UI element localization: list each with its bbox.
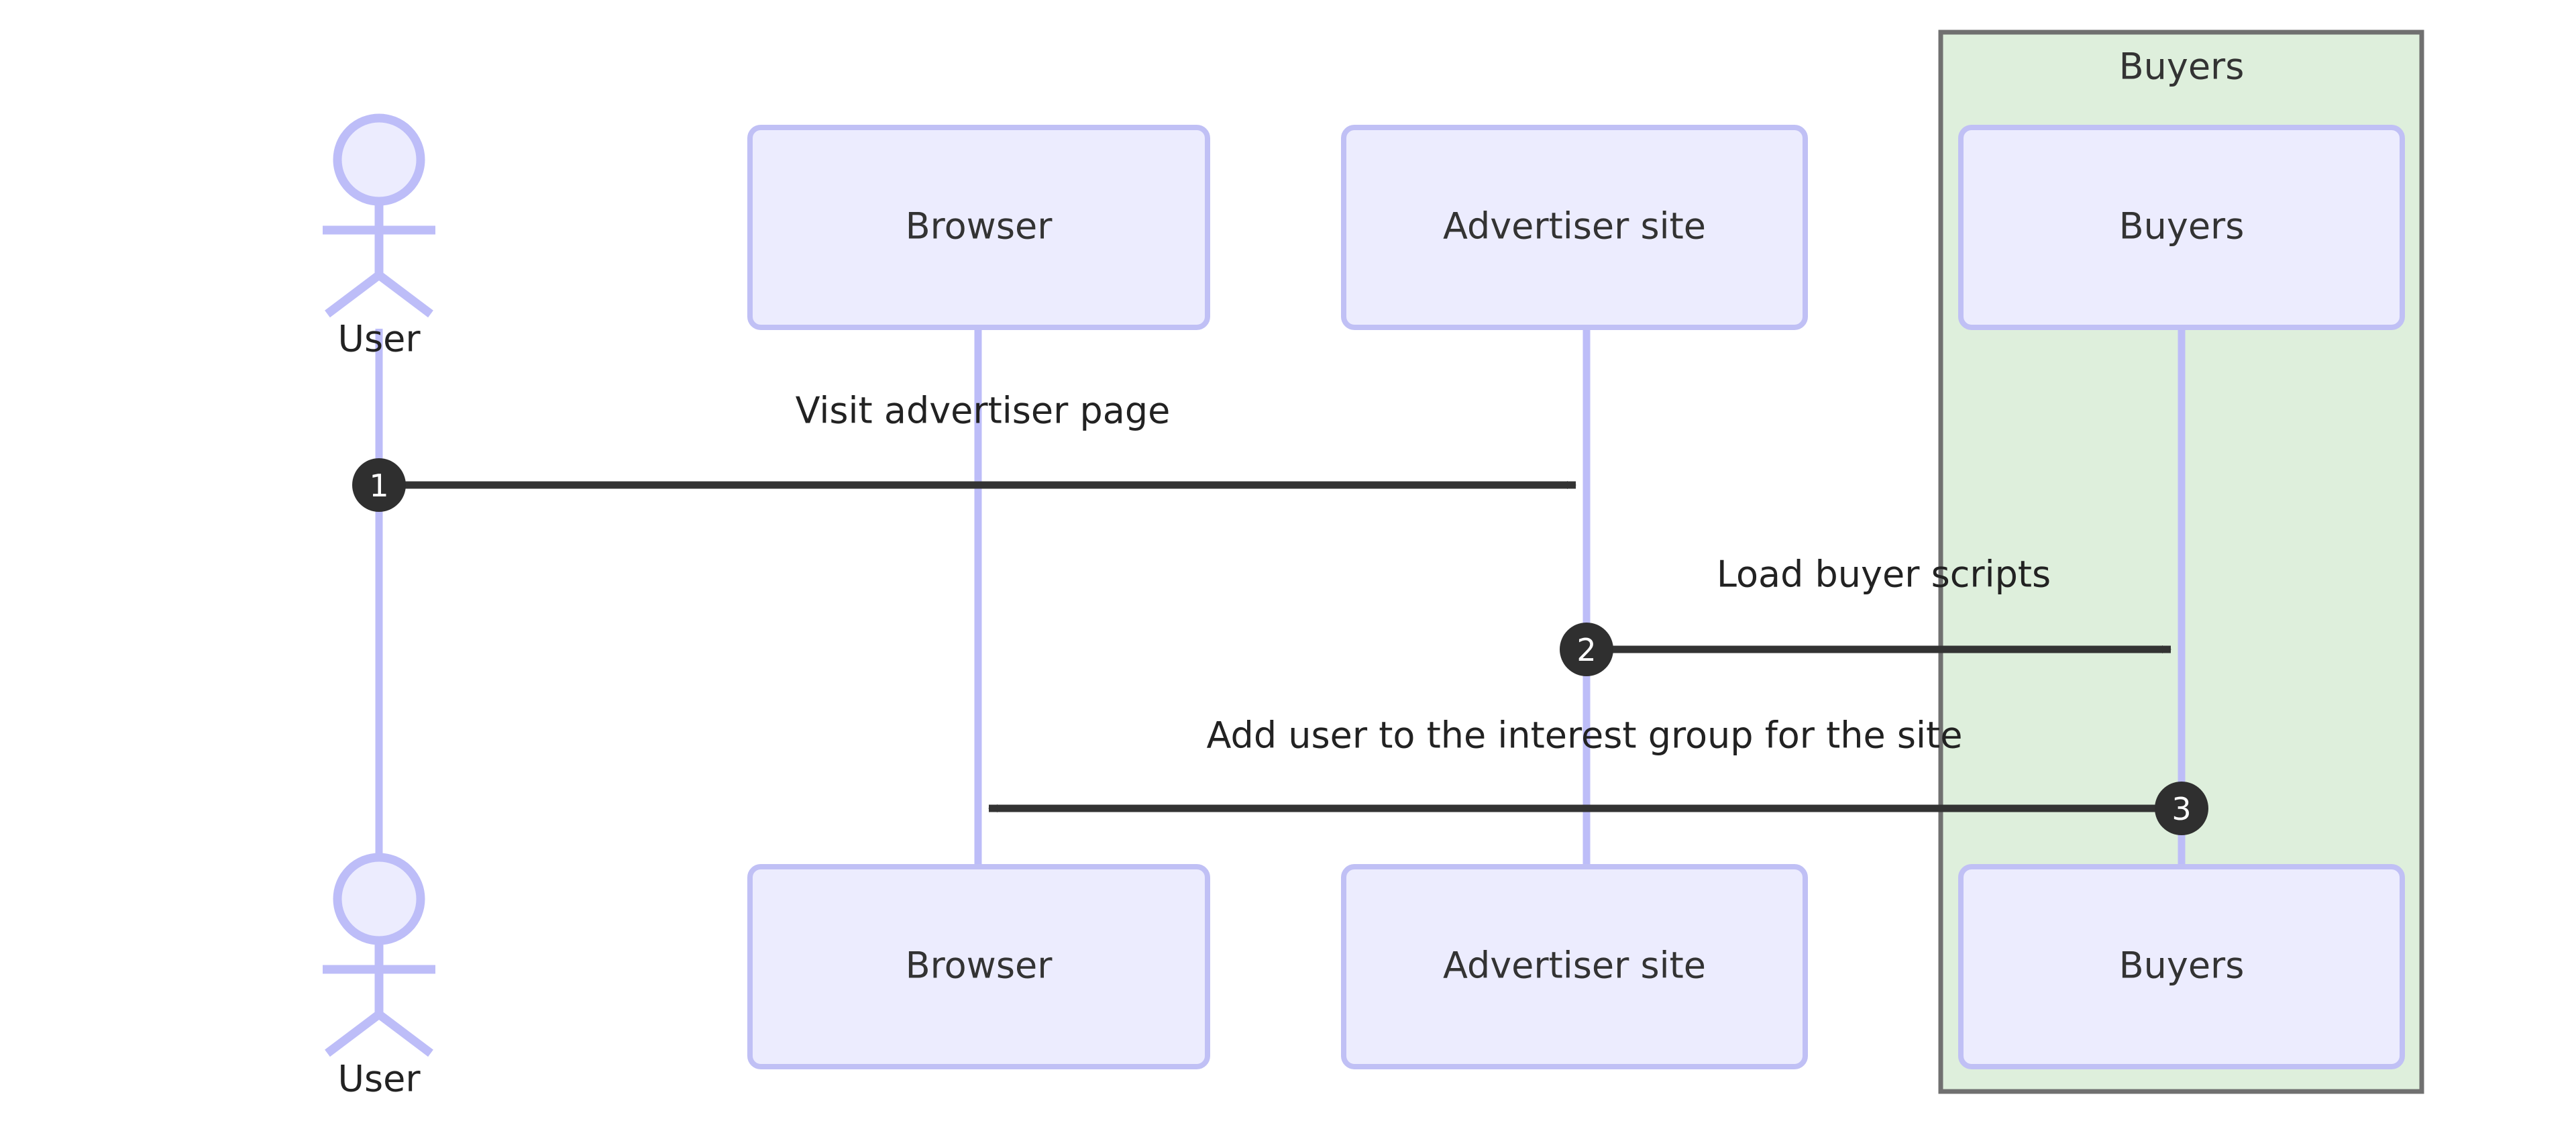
actor-head-icon xyxy=(333,853,425,945)
message-badge-number-3: 3 xyxy=(2171,791,2191,827)
participant-box-browser-bottom[interactable]: Browser xyxy=(747,864,1210,1069)
actor-user-top[interactable]: User xyxy=(323,113,435,360)
participant-box-buyers-top[interactable]: Buyers xyxy=(1958,125,2405,330)
participant-rect[interactable] xyxy=(1341,125,1808,330)
participant-rect[interactable] xyxy=(1958,864,2405,1069)
participant-box-browser-top[interactable]: Browser xyxy=(747,125,1210,330)
participant-label-buyers-top: Buyers xyxy=(2119,205,2245,248)
participant-label-browser-top: Browser xyxy=(906,205,1053,248)
participant-rect[interactable] xyxy=(1341,864,1808,1069)
message-badge-3[interactable] xyxy=(2155,782,2208,835)
actor-user-bottom[interactable]: User xyxy=(323,853,435,1100)
actor-leg-right-icon xyxy=(376,271,433,318)
actor-leg-left-icon xyxy=(325,271,382,318)
participant-label-buyers-bottom: Buyers xyxy=(2119,945,2245,987)
message-label-2: Load buyer scripts xyxy=(1717,553,2051,596)
message-badge-2[interactable] xyxy=(1560,623,1613,676)
actor-leg-right-icon xyxy=(376,1010,433,1057)
participant-rect[interactable] xyxy=(1958,125,2405,330)
message-label-3: Add user to the interest group for the s… xyxy=(1207,714,1963,757)
participant-box-advertiser-top[interactable]: Advertiser site xyxy=(1341,125,1808,330)
actor-leg-left-icon xyxy=(325,1010,382,1057)
message-label-1: Visit advertiser page xyxy=(796,390,1171,432)
message-badge-number-1: 1 xyxy=(369,468,388,504)
message-3[interactable]: Add user to the interest group for the s… xyxy=(988,714,2208,835)
message-2[interactable]: Load buyer scripts 2 xyxy=(1560,553,2171,676)
message-badge-number-2: 2 xyxy=(1576,632,1596,668)
actor-label-user-top: User xyxy=(337,318,421,360)
actor-head-icon xyxy=(333,113,425,206)
message-1[interactable]: Visit advertiser page 1 xyxy=(352,390,1576,512)
group-box-title: Buyers xyxy=(2119,46,2245,88)
participant-rect[interactable] xyxy=(747,864,1210,1069)
actor-label-user-bottom: User xyxy=(337,1058,421,1100)
participant-rect[interactable] xyxy=(747,125,1210,330)
participant-box-buyers-bottom[interactable]: Buyers xyxy=(1958,864,2405,1069)
message-badge-1[interactable] xyxy=(352,458,406,512)
participant-label-browser-bottom: Browser xyxy=(906,945,1053,987)
participant-box-advertiser-bottom[interactable]: Advertiser site xyxy=(1341,864,1808,1069)
participant-label-advertiser-top: Advertiser site xyxy=(1443,205,1706,248)
participant-label-advertiser-bottom: Advertiser site xyxy=(1443,945,1706,987)
lifelines xyxy=(375,329,2186,867)
